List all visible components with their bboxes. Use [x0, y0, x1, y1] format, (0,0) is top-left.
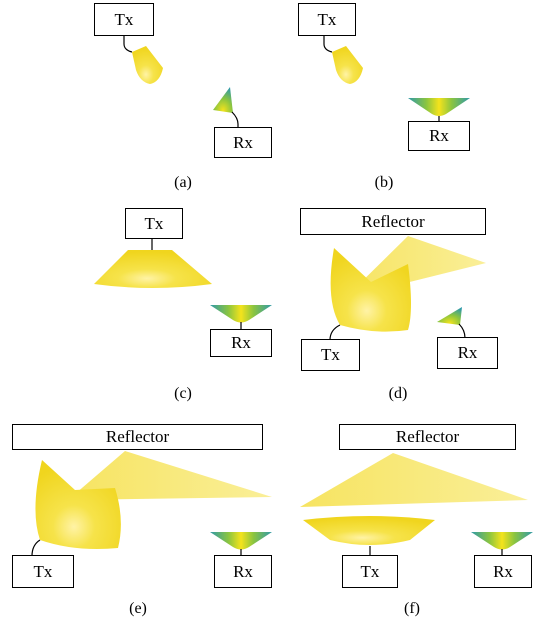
tx-connector — [329, 324, 341, 341]
panel-caption: (b) — [374, 174, 394, 191]
rx-beam — [210, 305, 272, 323]
panel-a — [123, 36, 239, 128]
tx-connector — [31, 539, 41, 557]
tx-beam — [330, 248, 411, 332]
tx-box: Tx — [12, 555, 74, 588]
rx-box: Rx — [474, 555, 532, 588]
panel-caption: (c) — [174, 385, 192, 402]
tx-beam — [94, 250, 212, 288]
rx-box: Rx — [214, 555, 272, 588]
panel-e — [31, 451, 272, 557]
panel-c — [94, 238, 272, 330]
reflected-beam — [68, 451, 272, 500]
panel-b — [323, 36, 470, 122]
rx-box: Rx — [210, 329, 272, 357]
tx-box: Tx — [94, 3, 154, 36]
panel-caption: (d) — [388, 385, 408, 402]
rx-beam — [408, 98, 470, 116]
rx-beam — [210, 532, 272, 550]
tx-connector — [323, 36, 333, 53]
tx-box: Tx — [301, 339, 360, 371]
panel-d — [329, 236, 486, 341]
tx-box: Tx — [125, 208, 183, 239]
tx-connector — [123, 36, 133, 53]
reflector-box: Reflector — [12, 424, 263, 450]
reflector-box: Reflector — [300, 208, 486, 235]
reflected-beam — [300, 453, 528, 507]
tx-beam — [35, 460, 121, 549]
rx-box: Rx — [214, 127, 272, 158]
panel-caption: (f) — [404, 600, 420, 617]
rx-beam — [437, 307, 462, 325]
panel-caption: (e) — [129, 600, 147, 617]
rx-box: Rx — [437, 337, 498, 369]
tx-box: Tx — [298, 3, 356, 36]
reflector-box: Reflector — [339, 424, 516, 450]
tx-beam — [303, 516, 435, 545]
panel-caption: (a) — [174, 174, 192, 191]
panel-f — [300, 453, 533, 556]
tx-beam — [332, 46, 363, 84]
rx-connector — [458, 323, 466, 339]
rx-box: Rx — [408, 121, 470, 151]
rx-beam — [213, 87, 233, 113]
rx-connector — [231, 111, 239, 128]
rx-beam — [471, 532, 533, 550]
tx-box: Tx — [342, 555, 398, 588]
tx-beam — [132, 46, 163, 84]
